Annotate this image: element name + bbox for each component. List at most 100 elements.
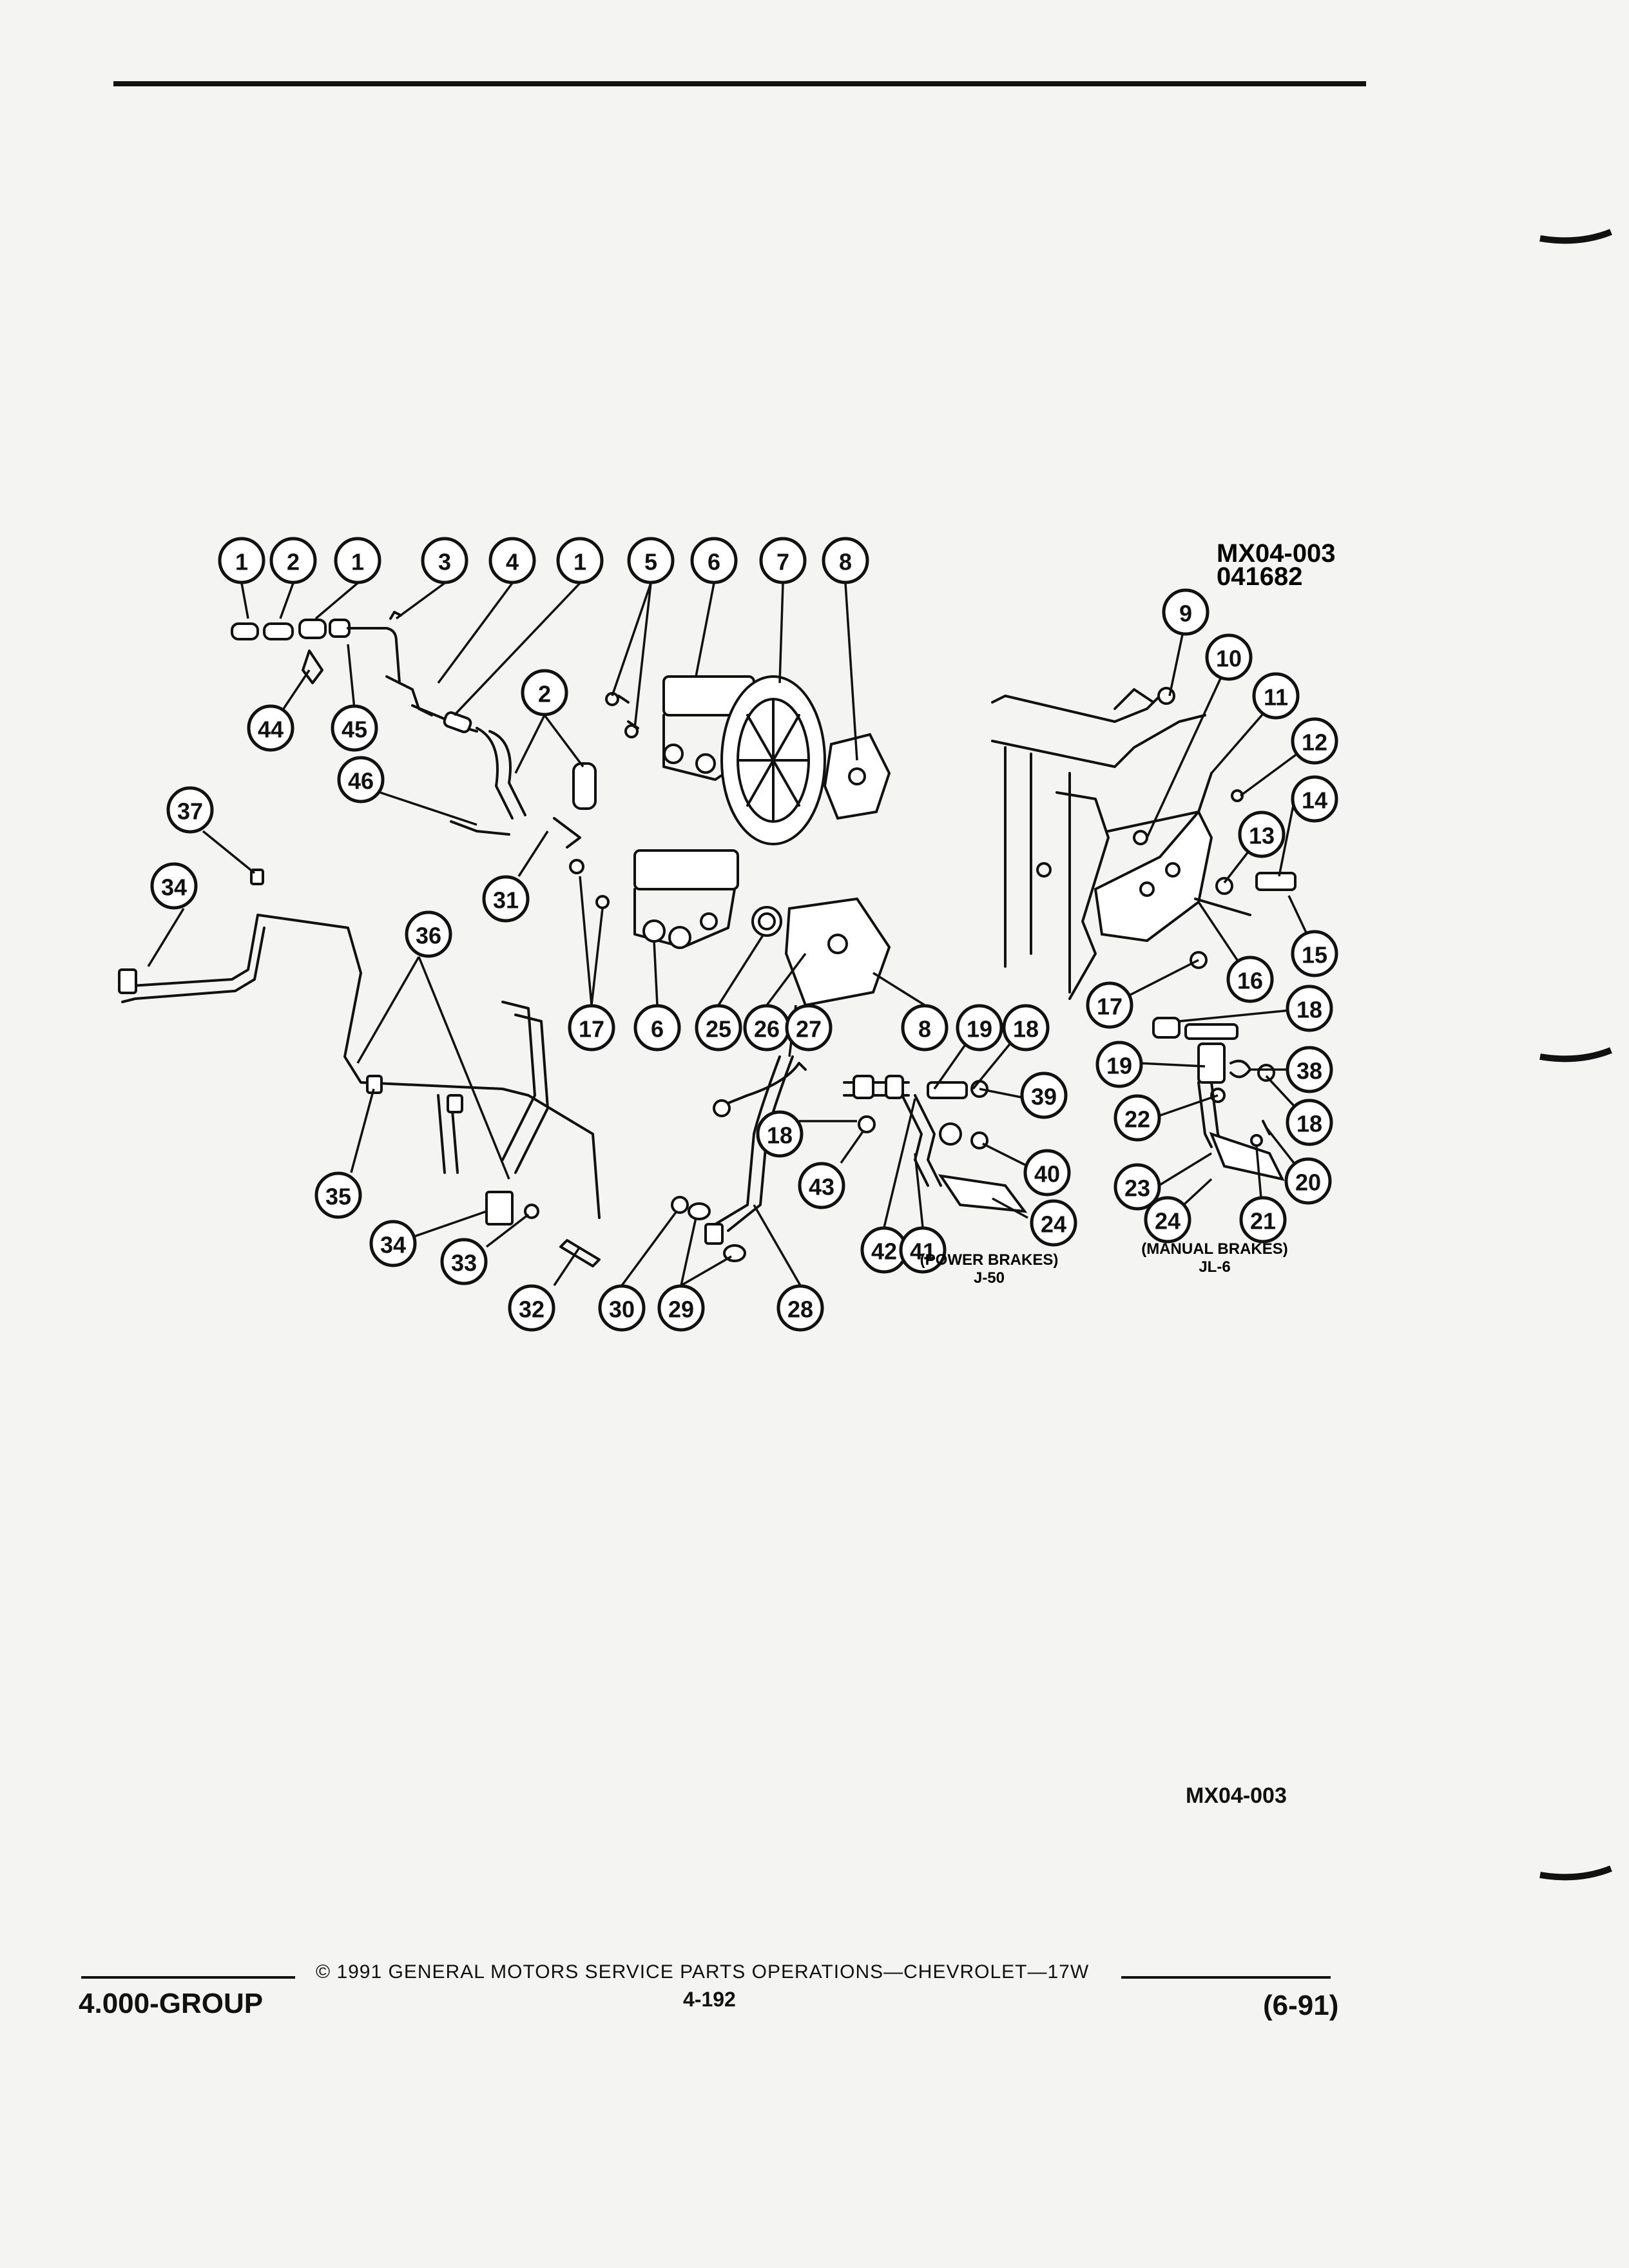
- callout-18: 18: [756, 1110, 804, 1158]
- callout-circle: [488, 537, 536, 584]
- callout-10: 10: [1205, 633, 1253, 681]
- callout-number: 18: [767, 1122, 793, 1149]
- callout-circle: [1238, 811, 1286, 858]
- callout-circle: [1002, 1004, 1050, 1052]
- callout-circle: [1291, 930, 1338, 977]
- callout-circle: [1020, 1072, 1068, 1119]
- callout-34: 34: [369, 1220, 417, 1267]
- callout-circle: [785, 1004, 833, 1052]
- master-cylinder-manual: [569, 849, 891, 1007]
- callout-circle: [314, 1171, 362, 1219]
- callout-circle: [1291, 775, 1338, 823]
- diagram-code-bottom: MX04-003: [1186, 1783, 1287, 1808]
- callout-number: 4: [506, 549, 519, 575]
- callout-20: 20: [1284, 1157, 1332, 1205]
- callout-circle: [1095, 1041, 1143, 1088]
- callout-circle: [369, 1220, 417, 1267]
- caption-power-brakes-code: J-50: [974, 1269, 1005, 1287]
- callout-number: 37: [177, 798, 203, 825]
- callout-circle: [776, 1284, 824, 1332]
- callout-number: 44: [258, 716, 284, 743]
- callout-circle: [1226, 956, 1274, 1003]
- callout-19: 19: [1095, 1041, 1143, 1088]
- leader-lines: [147, 582, 1316, 1287]
- callout-circle: [1284, 1157, 1332, 1205]
- callout-number: 30: [609, 1296, 635, 1323]
- callout-19: 19: [956, 1004, 1003, 1052]
- callout-number: 1: [574, 549, 586, 575]
- caption-power-brakes: (POWER BRAKES): [920, 1251, 1059, 1269]
- callout-number: 8: [839, 549, 852, 575]
- callout-number: 27: [796, 1016, 822, 1043]
- callout-circle: [1286, 985, 1333, 1032]
- callout-number: 1: [235, 549, 248, 575]
- callout-circle: [1113, 1094, 1161, 1142]
- callout-6: 6: [690, 537, 738, 584]
- callout-number: 19: [1106, 1053, 1132, 1079]
- callout-35: 35: [314, 1171, 362, 1219]
- callout-24: 24: [1030, 1199, 1077, 1247]
- caption-manual-brakes: (MANUAL BRAKES): [1141, 1240, 1288, 1258]
- callout-5: 5: [627, 537, 675, 584]
- callout-18: 18: [1286, 985, 1333, 1032]
- callout-number: 26: [754, 1016, 780, 1043]
- callout-circle: [269, 537, 317, 584]
- callout-28: 28: [776, 1284, 824, 1332]
- callout-circle: [1144, 1196, 1191, 1244]
- callout-number: 5: [644, 549, 657, 575]
- firewall-bracket: [991, 687, 1296, 1000]
- master-cylinder-booster: [605, 675, 891, 845]
- callout-31: 31: [482, 875, 530, 923]
- callout-number: 21: [1250, 1208, 1276, 1235]
- callout-32: 32: [508, 1284, 555, 1332]
- callout-number: 1: [351, 549, 364, 575]
- callout-number: 15: [1302, 942, 1327, 968]
- callout-circle: [337, 756, 385, 803]
- callout-circle: [508, 1284, 555, 1332]
- callout-circle: [440, 1238, 488, 1285]
- callout-40: 40: [1023, 1149, 1071, 1196]
- footer-rule-right: [1121, 1976, 1331, 1979]
- callout-39: 39: [1020, 1072, 1068, 1119]
- callout-circle: [901, 1004, 949, 1052]
- callout-number: 18: [1013, 1016, 1039, 1043]
- callout-circle: [690, 537, 738, 584]
- callout-circle: [1252, 672, 1300, 720]
- callout-circle: [405, 910, 452, 958]
- footer-group: 4.000-GROUP: [79, 1988, 264, 2019]
- callout-9: 9: [1162, 588, 1210, 636]
- callout-number: 45: [342, 716, 367, 743]
- callout-number: 18: [1296, 1111, 1322, 1137]
- callout-circle: [822, 537, 869, 584]
- callout-6: 6: [633, 1004, 681, 1052]
- callout-number: 39: [1031, 1084, 1057, 1110]
- callout-number: 17: [579, 1016, 604, 1043]
- footer-rule-left: [81, 1976, 295, 1979]
- callout-4: 4: [488, 537, 536, 584]
- callout-22: 22: [1113, 1094, 1161, 1142]
- callout-14: 14: [1291, 775, 1338, 823]
- callout-circle: [1113, 1163, 1161, 1211]
- callout-number: 6: [651, 1016, 664, 1043]
- callout-circle: [568, 1004, 615, 1052]
- vacuum-hose-assembly: [231, 611, 597, 849]
- footer-copyright: © 1991 GENERAL MOTORS SERVICE PARTS OPER…: [316, 1961, 1090, 1983]
- callout-number: 17: [1097, 994, 1123, 1020]
- diagram-code: MX04-003: [1217, 539, 1336, 568]
- callout-number: 19: [967, 1016, 992, 1043]
- callout-number: 24: [1155, 1208, 1181, 1235]
- callout-number: 18: [1296, 997, 1322, 1023]
- callout-circle: [334, 537, 381, 584]
- callout-38: 38: [1286, 1046, 1333, 1093]
- callout-circle: [331, 704, 378, 752]
- footer-page-number: 4-192: [683, 1988, 736, 2011]
- callout-21: 21: [1239, 1196, 1287, 1244]
- caption-manual-brakes-code: JL-6: [1199, 1258, 1230, 1276]
- callout-circle: [1286, 1099, 1333, 1146]
- callout-number: 43: [809, 1174, 834, 1200]
- callout-circle: [657, 1284, 705, 1332]
- callout-33: 33: [440, 1238, 488, 1285]
- callout-2: 2: [521, 669, 568, 716]
- callout-18: 18: [1002, 1004, 1050, 1052]
- callout-number: 20: [1295, 1169, 1321, 1196]
